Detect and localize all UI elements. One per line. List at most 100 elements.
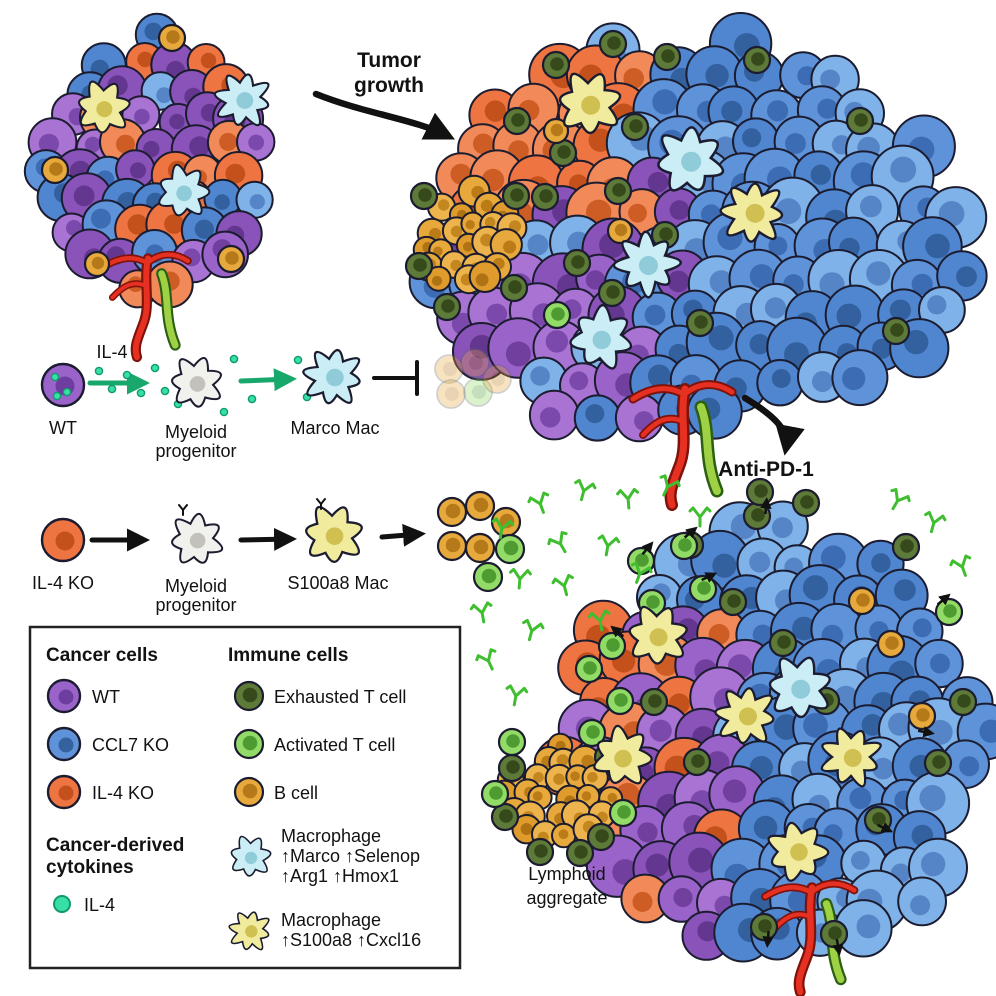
legend-item-bcell: B cell [274,783,318,803]
migration-arrow [610,625,625,638]
exhausted-cell [562,248,592,278]
bcell-cell [157,23,187,53]
exhausted-cell [819,919,849,949]
tumor-large-overlays [404,29,911,511]
myeloid2-label-1: Myeloid [165,576,227,596]
macrophage-marco [612,230,682,299]
il4-cytokine-dot [94,366,104,376]
pathway-wt-cells [40,348,512,417]
il4-cytokine-dot [293,355,303,365]
cancer-cell [528,389,580,441]
tumor-treated-cells [533,500,996,963]
antibody-icon [522,618,545,642]
lymphoid-label-1: Lymphoid [528,864,605,884]
legend-item-il4ko: IL-4 KO [92,783,154,803]
legend-immune-header: Immune cells [228,645,348,666]
blood-vessel [628,380,737,511]
bcell-cell [876,629,906,659]
antibody-icon [924,510,947,534]
bcell-cell [606,217,634,245]
macrophage-marco [657,126,725,192]
anti-pd1-label: Anti-PD-1 [718,458,814,481]
il4-cytokine-dot [247,394,257,404]
exhausted-cell [497,753,527,783]
antibody-icon [630,561,653,584]
suppressed-cell [460,348,490,378]
macrophage-s100a8 [820,727,882,788]
exhausted-cell [530,182,560,212]
bcell-cell [83,250,111,278]
antibody-icon [659,474,681,497]
il4ko-arrow-2 [238,527,297,551]
macrophage-marco [768,656,831,719]
exhausted-cell [586,822,616,852]
antibody-icon [527,491,550,514]
migration-arrow [760,497,772,515]
migration-arrow [762,930,774,948]
cancer-cell [236,122,276,162]
bcell-cell [233,776,265,808]
suppressed-cell [434,354,464,384]
legend-item-il4: IL-4 [84,895,115,915]
macrophage-marco [569,303,633,370]
exhausted-cell [742,45,772,75]
activated-cell [605,686,635,716]
bcell-cell [436,496,468,528]
activated-cell [542,300,572,330]
macrophage-s100a8 [558,72,622,135]
tumor-small-cells [23,12,276,309]
legend-mac-marco-1: Macrophage [281,826,381,846]
pathway-il4ko-cells [40,490,526,593]
cancer-cell [573,394,622,442]
exhausted-cell [948,687,978,717]
legend-mac-s100a8-2: ↑S100a8 ↑Cxcl16 [281,930,421,950]
inhibition-symbol [372,360,419,396]
lymphoid-label-2: aggregate [526,888,607,908]
legend-swatch-il4 [53,895,71,913]
legend-item-ccl7ko: CCL7 KO [92,735,169,755]
legend: Cancer cells WT CCL7 KO IL-4 KO Cancer-d… [28,625,462,970]
b-cell [468,260,502,294]
blood-vessel [99,250,192,363]
antibody-icon [508,567,532,590]
macrophage-marco [158,163,211,217]
exhausted-cell [768,628,798,658]
tumor-growth-arrow [312,90,455,140]
antibody-icon [688,506,712,528]
exhausted-cell [639,687,669,717]
bcell-cell [490,506,522,538]
exhausted-cell [685,308,715,338]
legend-swatch-macrophage-marco [230,835,272,877]
antibody-icon [949,554,972,577]
exhausted-cell [891,532,921,562]
exhausted-cell [650,220,680,250]
macrophage-s100a8 [78,80,131,134]
pathway-wt: IL-4 WT Myeloid progenitor Marco Mac [40,342,512,461]
s100a8-mac-label: S100a8 Mac [287,573,388,593]
activated-cell [497,727,527,757]
activated-cell [577,718,607,748]
bcell-cell [542,117,570,145]
bcell-cell [907,701,937,731]
il4-cytokine-dot [122,370,132,380]
cancer-cell [834,899,893,958]
exhausted-cell [404,251,434,281]
macrophage-s100a8 [714,687,775,745]
bcell-cell [464,490,496,522]
myeloid-progenitor [171,512,224,564]
exhausted-cell [603,176,633,206]
legend-swatch-ccl7-ko [46,726,82,762]
cancer-cell [831,349,889,407]
macrophage-s100a8 [767,821,830,882]
activated-cell [472,561,504,593]
exhausted-cell [598,29,628,59]
antibody-icon [890,488,911,511]
il4-cytokine-dot [219,407,229,417]
exhausted-cell [541,50,571,80]
exhausted-cell [233,680,265,712]
macrophage-s100a8 [628,605,688,665]
marco-mac-label: Marco Mac [290,418,379,438]
il4-cytokine-dot [150,363,160,373]
antibody-icon [547,531,568,554]
migration-arrow [877,822,894,833]
